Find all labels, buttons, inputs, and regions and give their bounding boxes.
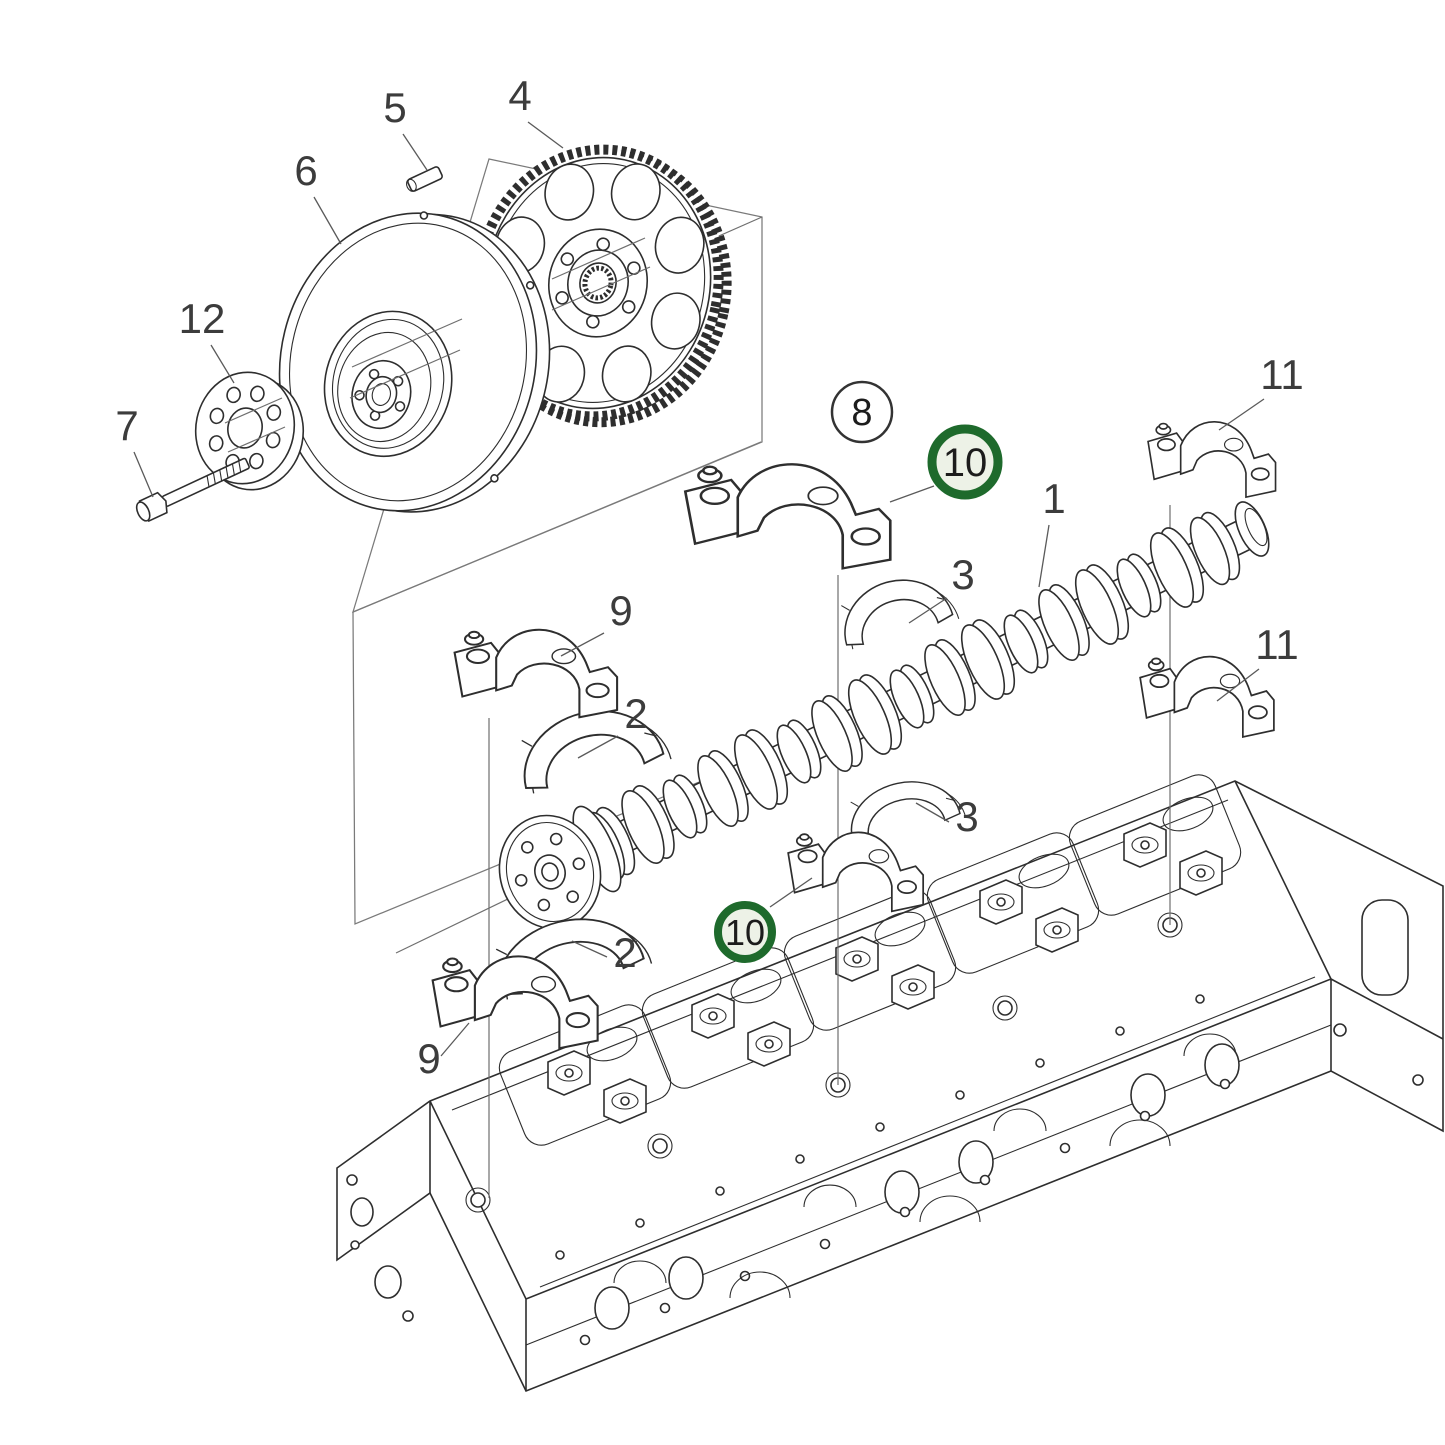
circled-callout-8[interactable]: 8 (830, 380, 894, 444)
highlighted-callout-10-lower[interactable]: 10 (714, 901, 776, 963)
camshaft-front-flange (498, 814, 602, 930)
highlighted-callout-10-lower-text: 10 (725, 912, 765, 953)
head-left-end-details (346, 1174, 414, 1322)
part-label-11-lower: 11 (1255, 621, 1299, 668)
part-label-2-lower: 2 (613, 929, 636, 976)
part-labels: 4 5 6 12 7 9 2 1 3 11 11 3 2 9 (115, 72, 1303, 1082)
bearing-cap-9-upper (453, 628, 619, 719)
part-label-9-upper: 9 (609, 587, 632, 634)
bearing-cap-10-lower (787, 831, 925, 913)
bolt-drawing (135, 457, 250, 523)
bearing-shell-3-lower (842, 770, 967, 843)
part-label-12: 12 (179, 295, 226, 342)
part-label-6: 6 (294, 147, 317, 194)
bearing-cap-11-lower (1139, 655, 1275, 738)
spacer-disc-drawing (194, 371, 305, 491)
part-label-7: 7 (115, 402, 138, 449)
axis-overlays (224, 237, 651, 453)
camshaft-drawing (498, 501, 1270, 930)
part-label-2-upper: 2 (624, 690, 647, 737)
part-label-11-upper: 11 (1260, 351, 1304, 398)
head-small-holes-top (555, 994, 1205, 1260)
highlighted-callout-10-upper-text: 10 (943, 441, 988, 485)
flywheel-drawing (278, 211, 551, 513)
bearing-cap-11-upper (1147, 420, 1277, 498)
part-label-5: 5 (383, 84, 406, 131)
head-front-face-details (579, 1033, 1240, 1346)
head-oval-recesses (586, 796, 1214, 1062)
part-label-4: 4 (508, 72, 531, 119)
highlighted-callout-10-upper[interactable]: 10 (927, 424, 1003, 500)
head-right-end-details (1333, 899, 1424, 1086)
circled-callout-8-text: 8 (851, 392, 872, 434)
part-label-3-upper: 3 (951, 551, 974, 598)
bearing-cap-10-upper (683, 462, 892, 570)
part-label-9-lower: 9 (417, 1035, 440, 1082)
pin-drawing (405, 166, 443, 192)
callout-leaders (133, 121, 1265, 1057)
part-label-1: 1 (1042, 475, 1065, 522)
part-label-3-lower: 3 (955, 793, 978, 840)
bearing-shell-3-upper (832, 565, 960, 652)
bearing-cap-9-lower (431, 955, 599, 1050)
